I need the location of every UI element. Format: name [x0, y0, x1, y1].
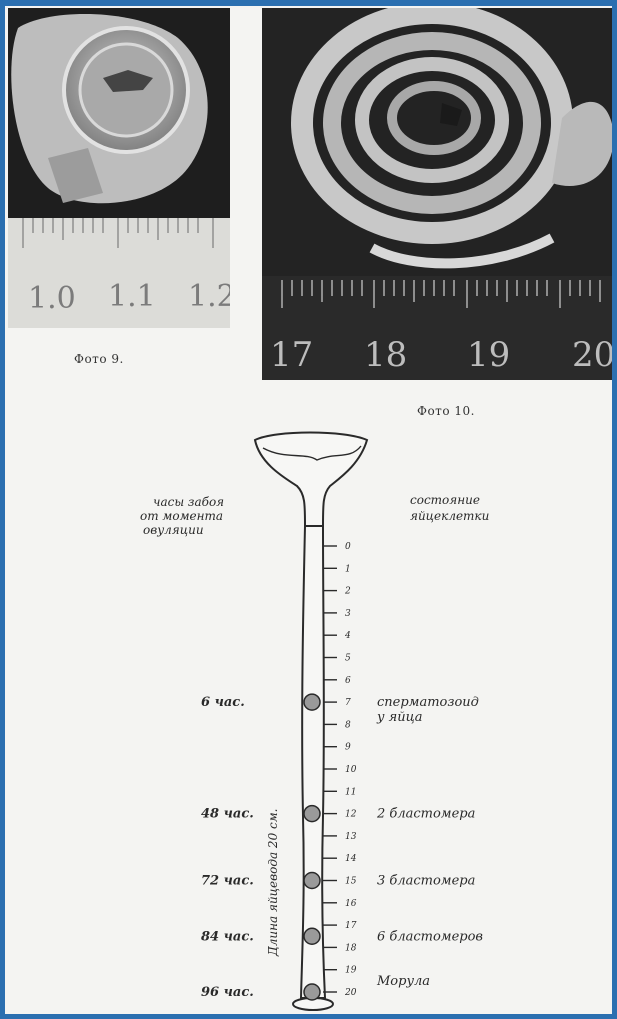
- embryo-marker: [304, 806, 320, 822]
- embryo-marker: [304, 873, 320, 889]
- oviduct-funnel: [255, 433, 367, 527]
- ruler-label-19: 19: [467, 335, 510, 375]
- embryo-marker: [304, 928, 320, 944]
- left-heading-line-3: овуляции: [143, 523, 204, 537]
- scale-tick-label: 14: [345, 854, 357, 864]
- time-label: 96 час.: [201, 985, 254, 1000]
- scale-tick-label: 10: [345, 765, 357, 775]
- oviduct-diagram: часы забоя от момента овуляции состояние…: [5, 416, 617, 1019]
- scale-tick-label: 20: [344, 988, 357, 998]
- ruler-label-2: 1.1: [108, 279, 156, 314]
- scale-tick-label: 5: [345, 654, 351, 664]
- scale-tick-label: 2: [344, 587, 351, 597]
- photo-10-image: 17 18 19 20: [262, 8, 617, 380]
- photo-9: 1.0 1.1 1.2: [8, 8, 230, 328]
- state-label: сперматозоид: [377, 695, 479, 710]
- state-label: 6 бластомеров: [377, 929, 483, 944]
- state-label: 3 бластомера: [377, 874, 475, 889]
- right-heading-line-2: яйцеклетки: [410, 509, 489, 523]
- time-label: 48 час.: [201, 807, 254, 822]
- ruler-label-17: 17: [270, 335, 313, 375]
- ruler-label-3: 1.2: [188, 279, 230, 314]
- scale-tick-label: 3: [345, 609, 351, 619]
- oviduct-tube: [301, 526, 325, 998]
- scale-tick-label: 15: [345, 877, 357, 887]
- scale-tick-label: 7: [345, 698, 351, 708]
- scale-tick-label: 8: [345, 720, 351, 730]
- time-label: 72 час.: [201, 874, 254, 889]
- scale-tick-label: 6: [345, 676, 351, 686]
- scale-tick-label: 4: [344, 631, 351, 641]
- ruler-label-18: 18: [364, 335, 407, 375]
- scale-tick-label: 17: [345, 921, 357, 931]
- scale-tick-label: 11: [345, 787, 356, 797]
- left-heading-line-2: от момента: [140, 509, 223, 523]
- embryo-marker: [304, 984, 320, 1000]
- scale-tick-label: 0: [345, 542, 351, 552]
- photo-9-image: 1.0 1.1 1.2: [8, 8, 230, 328]
- time-label: 84 час.: [201, 929, 254, 944]
- scale-tick-label: 9: [345, 743, 351, 753]
- left-heading-line-1: часы забоя: [153, 495, 224, 509]
- ruler-label-1: 1.0: [28, 281, 76, 316]
- ruler-label-20: 20: [572, 335, 615, 375]
- scale-tick-label: 12: [345, 810, 357, 820]
- development-events: 6 час. 48 час. 72 час. 84 час. 96 час. сперма…: [201, 694, 483, 1000]
- scale-tick-label: 1: [345, 564, 351, 574]
- scale-tick-label: 13: [345, 832, 357, 842]
- scale-tick-label: 19: [345, 966, 357, 976]
- state-label: Морула: [376, 974, 430, 989]
- scale-tick-label: 16: [345, 899, 357, 909]
- state-label: 2 бластомера: [376, 807, 475, 822]
- state-label: у яйца: [376, 710, 422, 725]
- photo-10: 17 18 19 20: [262, 8, 617, 380]
- scale-tick-label: 18: [345, 943, 357, 953]
- photo-9-caption: Фото 9.: [74, 352, 124, 366]
- oviduct-length-label: Длина яйцевода 20 см.: [266, 809, 280, 958]
- time-label: 6 час.: [201, 695, 245, 710]
- embryo-marker: [304, 694, 320, 710]
- right-heading-line-1: состояние: [410, 493, 480, 507]
